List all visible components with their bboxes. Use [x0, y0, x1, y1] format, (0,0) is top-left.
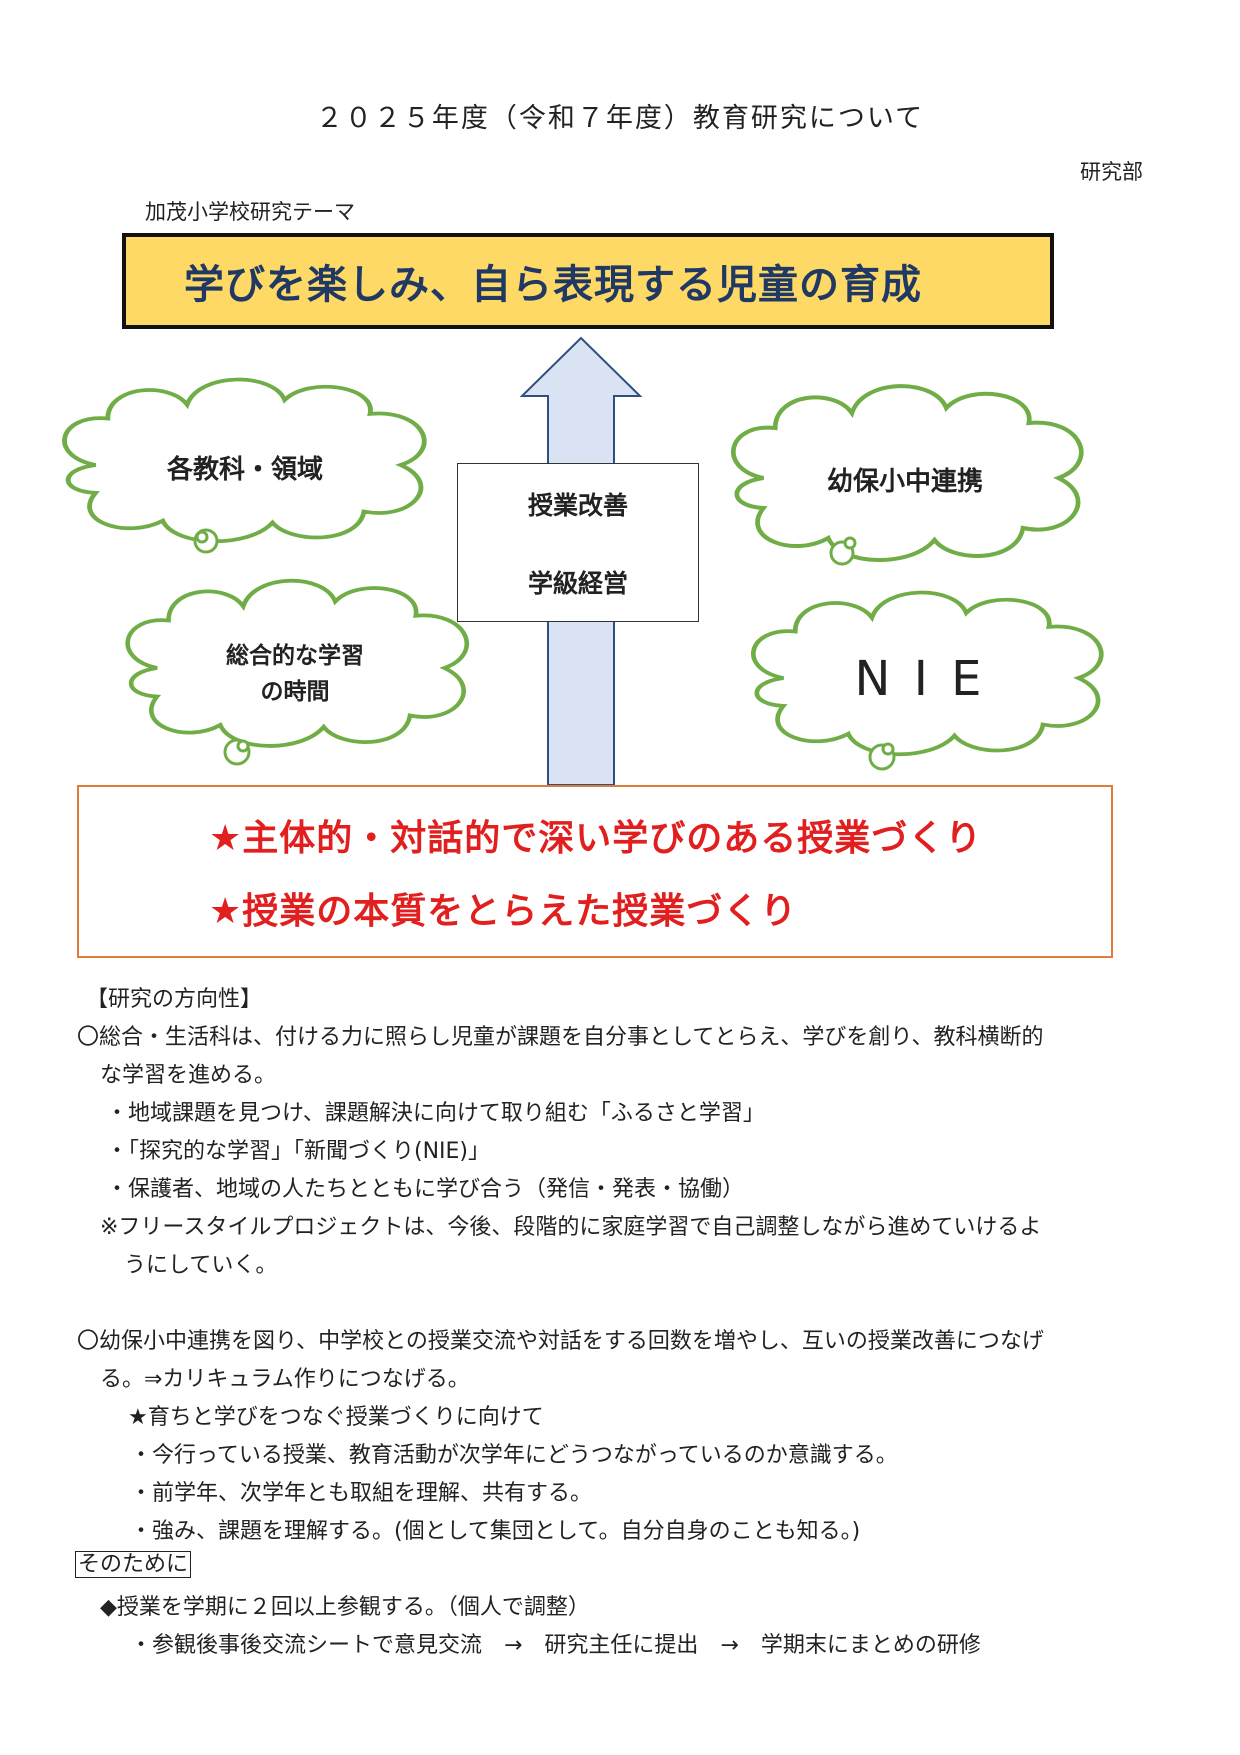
diagram-art: [0, 336, 1240, 786]
center-line-2: 学級経営: [527, 568, 628, 598]
page-title: ２０２５年度（令和７年度）教育研究について: [315, 103, 925, 134]
center-box: 授業改善 学級経営: [457, 463, 699, 622]
cloud-integrated-line2: の時間: [260, 679, 330, 705]
goal-line-2: ★授業の本質をとらえた授業づくり: [209, 891, 798, 932]
theme-box: 学びを楽しみ、自ら表現する児童の育成: [122, 233, 1054, 329]
center-line-1: 授業改善: [527, 490, 628, 520]
star-line: ★育ちと学びをつなぐ授業づくりに向けて: [128, 1405, 544, 1430]
cloud-liaison-label: 幼保小中連携: [826, 467, 983, 497]
bullet-3: ・保護者、地域の人たちとともに学び合う（発信・発表・協働）: [106, 1177, 745, 1202]
note-line2: うにしていく。: [124, 1253, 278, 1278]
c-bullet-2: ・前学年、次学年とも取組を理解、共有する。: [130, 1481, 593, 1506]
goal-line-1: ★主体的・対話的で深い学びのある授業づくり: [209, 818, 983, 859]
cloud-subjects-label: 各教科・領域: [166, 455, 323, 485]
cloud-nie-label: N I E: [854, 651, 986, 707]
cloud-integrated-line1: 総合的な学習: [226, 643, 364, 669]
c-bullet-1: ・今行っている授業、教育活動が次学年にどうつながっているのか意識する。: [130, 1443, 898, 1468]
diamond-line: ◆授業を学期に２回以上参観する。（個人で調整）: [100, 1595, 590, 1620]
direction-heading: 【研究の方向性】: [86, 987, 263, 1012]
note-line1: ※フリースタイルプロジェクトは、今後、段階的に家庭学習で自己調整しながら進めてい…: [100, 1215, 1042, 1240]
bullet-1: ・地域課題を見つけ、課題解決に向けて取り組む「ふるさと学習」: [106, 1101, 765, 1126]
p1-line2: な学習を進める。: [100, 1063, 277, 1088]
boxed-wrapper: そのために: [75, 1549, 192, 1581]
p2-line1: 〇幼保小中連携を図り、中学校との授業交流や対話をする回数を増やし、互いの授業改善…: [77, 1329, 1044, 1354]
p1-line1: 〇総合・生活科は、付ける力に照らし児童が課題を自分事としてとらえ、学びを創り、教…: [77, 1025, 1044, 1050]
last-line: ・参観後事後交流シートで意見交流 → 研究主任に提出 → 学期末にまとめの研修: [130, 1633, 981, 1658]
p2-line2: る。⇒カリキュラム作りにつなげる。: [100, 1367, 470, 1392]
cloud-integrated-label: 総合的な学習 の時間: [195, 638, 395, 710]
department-label: 研究部: [1080, 160, 1143, 184]
bullet-2: ・「探究的な学習」「新聞づくり(NIE)」: [106, 1139, 491, 1164]
theme-text: 学びを楽しみ、自ら表現する児童の育成: [184, 262, 922, 308]
c-bullet-3: ・強み、課題を理解する。(個として集団として。自分自身のことも知る。): [130, 1519, 861, 1544]
goals-box: ★主体的・対話的で深い学びのある授業づくり ★授業の本質をとらえた授業づくり: [77, 785, 1113, 958]
boxed-label: そのために: [75, 1551, 192, 1578]
theme-label: 加茂小学校研究テーマ: [145, 200, 355, 224]
